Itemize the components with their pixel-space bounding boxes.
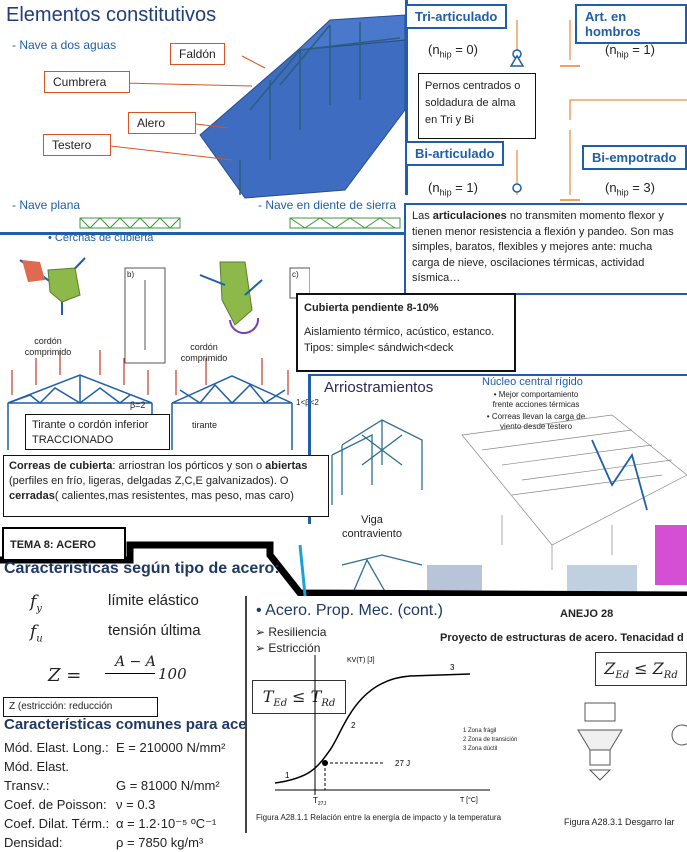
fy-label: límite elástico [108,592,199,609]
alero-label: Alero [128,112,196,134]
tri-formula: (nhip = 0) [428,42,478,60]
section-title: Elementos constitutivos [6,4,217,26]
fu-symbol: fu [30,622,43,645]
ted-trd-formula: TEd ≤ TRd [252,680,346,714]
anejo-label: ANEJO 28 [560,608,614,620]
bi-art-formula: (nhip = 1) [428,180,478,198]
estriccion-bullet: ➢ Estricción [255,641,321,655]
fu-label: tensión última [108,622,201,639]
prop-row: Mód. Elast. Long.:E = 210000 N/mm² [4,740,226,755]
cordon-comprimido-2: cordón comprimido [180,342,228,363]
fig2-caption: Figura A28.3.1 Desgarro lar [564,817,675,827]
cerchas-illustration [7,257,310,450]
nave-illustration [101,14,406,199]
pernos-note: Pernos centrados o soldadura de alma en … [418,73,536,139]
nave-sierra-label: - Nave en diente de sierra [258,198,397,212]
t27j-label: T27J [313,796,326,807]
z-formula-bar [105,673,155,674]
fig1-caption: Figura A28.1.1 Relación entre la energía… [256,813,502,822]
nucleo-bullet-1: • Mejor comportamiento frente acciones t… [492,390,580,409]
prop-row: Coef. Dilat. Térm.:α = 1.2·10⁻⁵ ºC⁻¹ [4,816,217,831]
nave-dos-aguas-label: - Nave a dos aguas [12,38,117,52]
proyecto-label: Proyecto de estructuras de acero. Tenaci… [440,632,684,644]
prop-row: Densidad:ρ = 7850 kg/m³ [4,835,204,850]
impact-energy-chart: 27 J T27J 1 2 3 KV(T) [J] T [°C] [274,655,490,807]
fy-symbol: fy [30,592,42,615]
prop-row: Mód. Elast. Transv.:G = 81000 N/mm² [4,759,220,793]
kv-axis-label: KV(T) [J] [347,657,375,664]
zone-2-label: 2 [351,721,356,730]
zone-1-label: 1 [285,771,290,780]
arriostramientos-title: Arriostramientos [324,379,434,396]
j27-label: 27 J [395,759,410,768]
nave-plana-illustration [79,217,401,229]
tirante-label: tirante [192,420,218,430]
art-hombros-title: Art. en hombros [575,4,687,44]
tema-8-header: TEMA 8: ACERO [2,527,126,561]
prop-row: Coef. de Poisson:ν = 0.3 [4,797,156,812]
divider-line [0,541,687,605]
z-formula-lhs: Z = [48,665,82,686]
z-formula-mult: 100 [158,665,187,683]
nucleo-bullet-2: • Correas llevan la carga de viento desd… [486,412,586,431]
porticos-diagram [509,20,687,201]
arriostramientos-illustration [331,414,687,595]
cubierta-note: Cubierta pendiente 8-10% Aislamiento tér… [296,293,516,372]
tri-articulado-title: Tri-articulado [405,4,508,29]
t27j-sub: 27J [318,801,327,807]
comunes-title: Características comunes para acero [4,716,262,733]
faldon-label: Faldón [170,43,225,65]
bi-articulado-title: Bi-articulado [405,141,505,166]
cordon-comprimido-1: cordón comprimido [24,336,72,357]
properties-list: Mód. Elast. Long.:E = 210000 N/mm² Mód. … [4,738,225,852]
cerchas-bullet: • Cerchas de cubierta [48,232,154,244]
resiliencia-bullet: ➢ Resiliencia [255,625,327,639]
panel-c-label: c) [292,270,299,279]
cumbrera-label: Cumbrera [44,71,130,93]
zone-3-label: 3 [450,663,455,672]
panel-b-label: b) [127,270,135,279]
viga-contraviento-label: Viga contraviento [342,514,402,540]
testero-label: Testero [43,134,111,156]
hombros-formula: (nhip = 1) [605,42,655,60]
beta-range-label: 1<β<2 [296,398,319,407]
acero-prop-title: • Acero. Prop. Mec. (cont.) [256,602,444,619]
z-formula-num: A − A [115,654,156,670]
t-axis-label: T [°C] [460,796,478,804]
caracteristicas-title: Características según tipo de acero: [4,560,280,577]
correas-note: Correas de cubierta: arriostran los pórt… [3,455,329,517]
nucleo-title: Núcleo central rígido [482,376,583,388]
bi-emp-formula: (nhip = 3) [605,180,655,198]
desgarro-illustration [577,702,687,781]
nave-plana-label: - Nave plana [12,198,81,212]
z-note: Z (estricción: reducción [3,697,158,717]
zone-legend: 1 Zona frágil 2 Zona de transición 3 Zon… [463,728,518,752]
articulaciones-note: Las articulaciones no transmiten momento… [404,203,687,295]
beta-2-label: β=2 [130,400,146,410]
bi-empotrado-title: Bi-empotrado [582,145,687,170]
zed-zrd-formula: ZEd ≤ ZRd [595,652,687,686]
